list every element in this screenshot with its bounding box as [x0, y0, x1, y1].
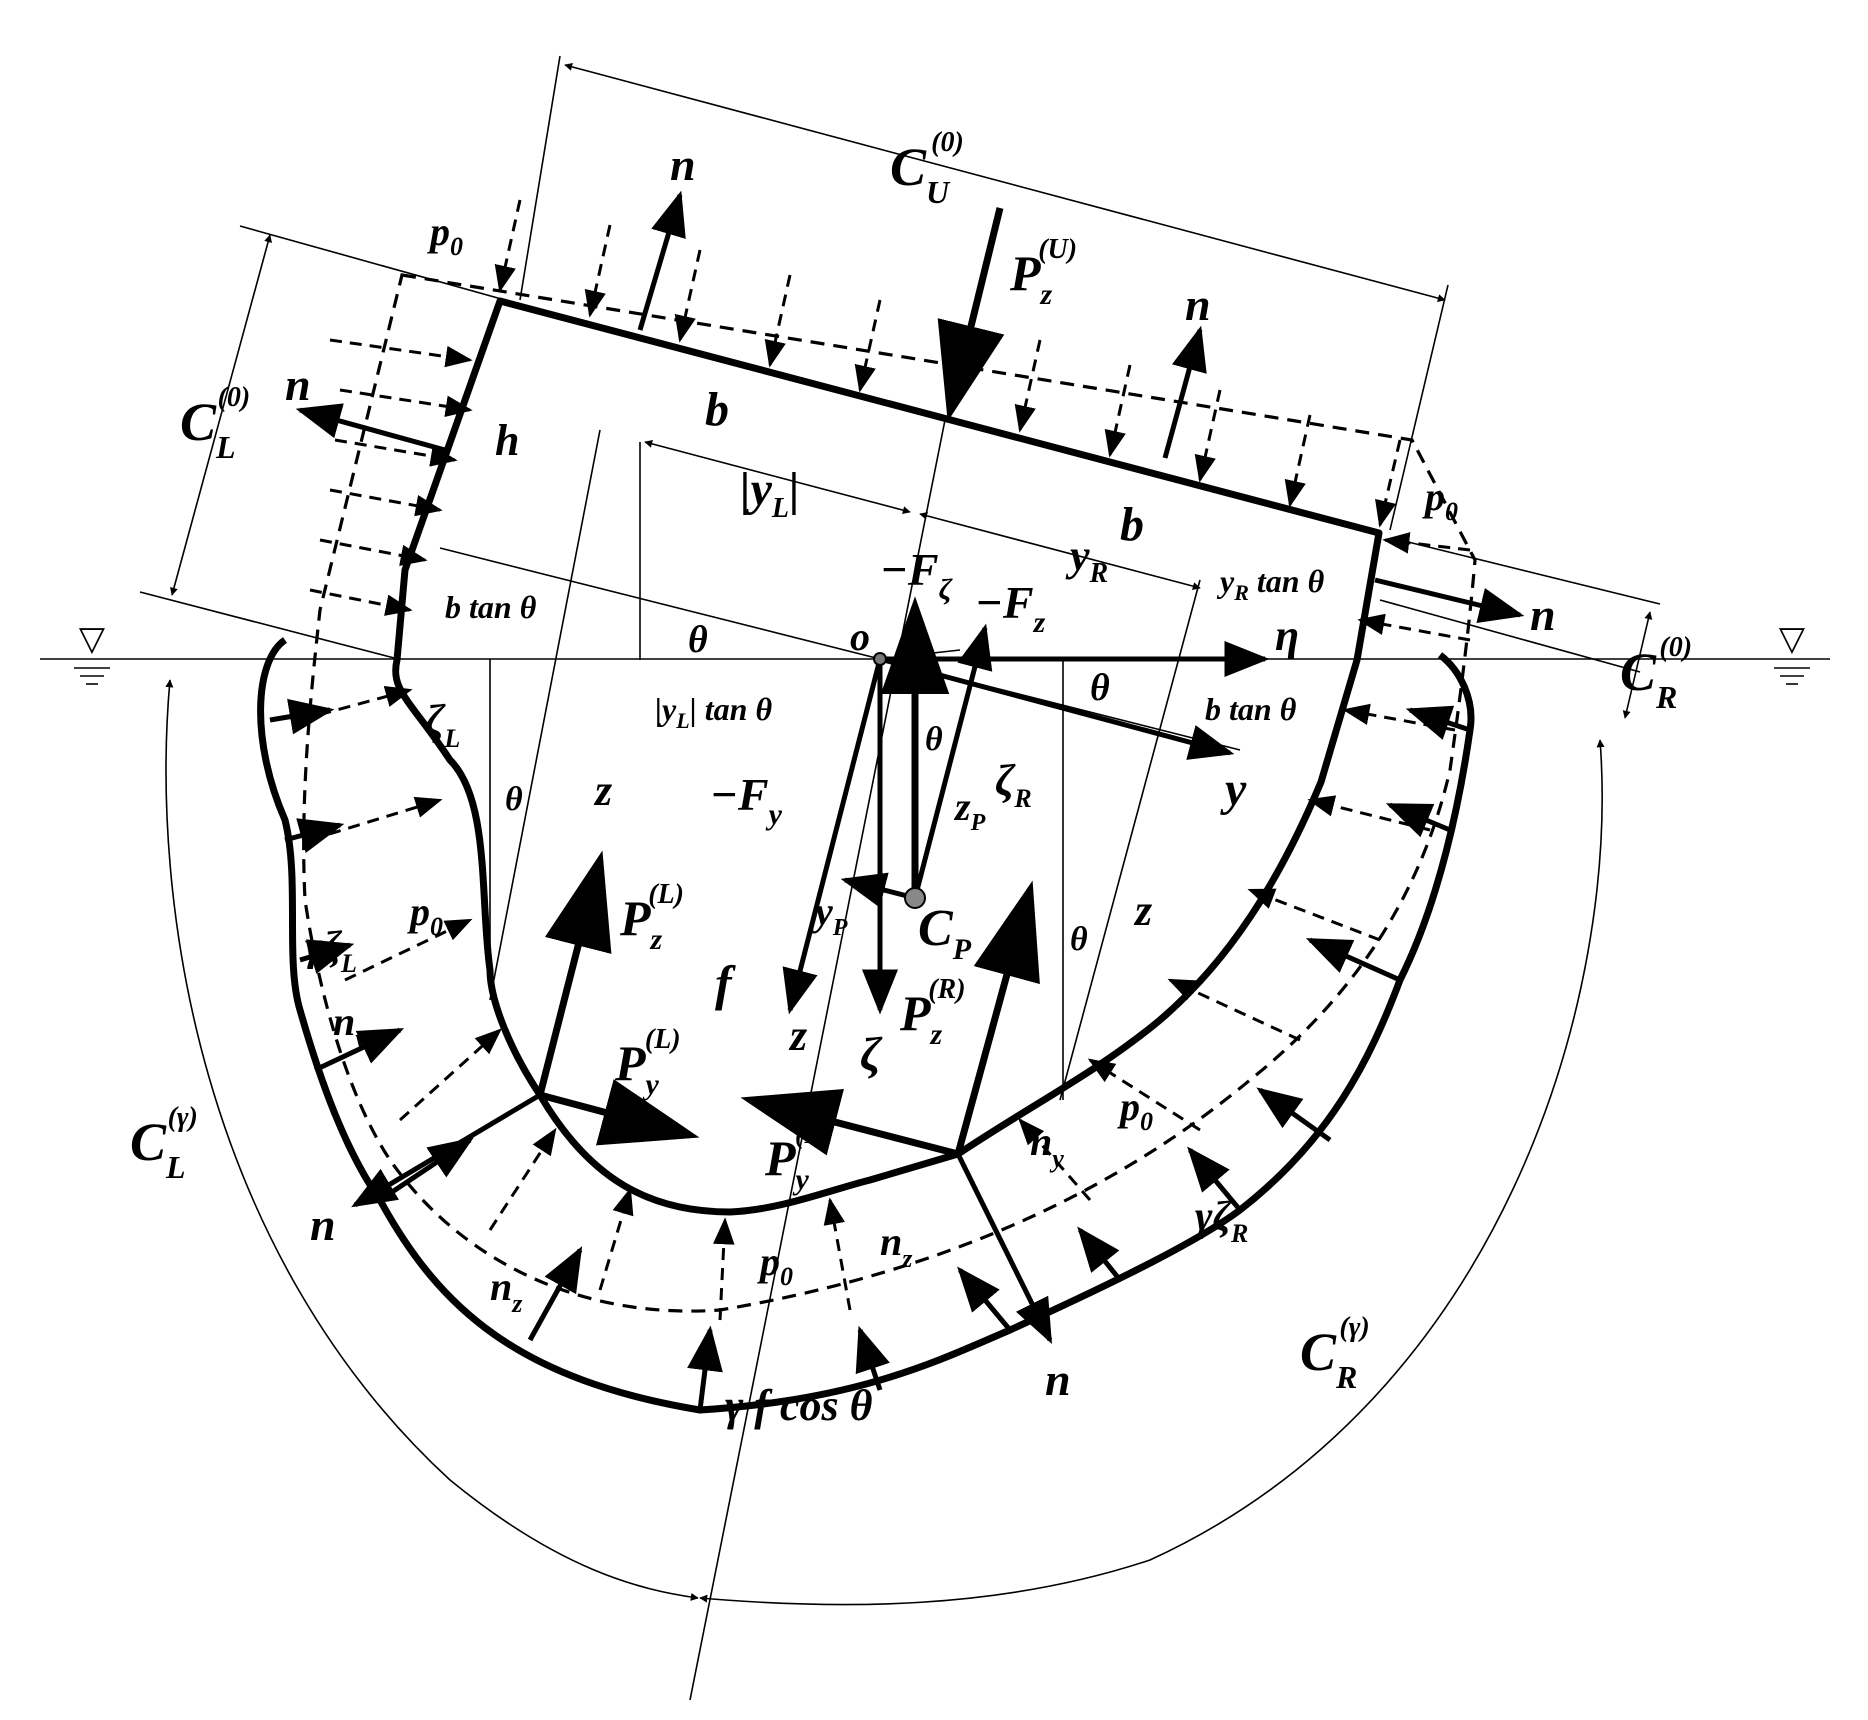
- label-CR0: CR(0): [1620, 632, 1692, 715]
- label-PzU: Pz(U): [1009, 234, 1077, 311]
- label-n-top-right: n: [1185, 279, 1211, 330]
- label-eta: η: [1275, 611, 1299, 660]
- label-p0-bottom: p0: [757, 1239, 793, 1291]
- label-yL: |yL|: [740, 463, 800, 524]
- label-minus-Fz: −Fz: [975, 577, 1046, 639]
- label-n-left: n: [285, 359, 311, 410]
- origin-point: [873, 652, 887, 666]
- label-gzL: γζL: [305, 924, 357, 978]
- label-p0-left: p0: [407, 889, 443, 941]
- label-h: h: [495, 416, 519, 465]
- label-gzR: γζR: [1195, 1194, 1248, 1248]
- label-ny-right: ny: [1030, 1119, 1064, 1173]
- label-zetaL: ζL: [425, 696, 460, 753]
- label-n-right: n: [1530, 589, 1556, 640]
- label-CU0: CU(0): [890, 127, 964, 210]
- label-yP: yP: [811, 889, 848, 941]
- label-theta-left: θ: [505, 781, 523, 818]
- label-btan-left: b tan θ: [445, 589, 537, 625]
- label-yR: yR: [1065, 531, 1108, 589]
- label-CP: CP: [918, 900, 972, 966]
- waterline-symbol-right: ▽: [1779, 621, 1806, 658]
- label-z-left: z: [593, 766, 612, 815]
- label-CLg: CL(γ): [130, 1102, 198, 1185]
- label-zetaR: ζR: [995, 756, 1032, 813]
- label-z-right: z: [1133, 886, 1152, 935]
- label-yLtan: |yL| tan θ: [655, 691, 772, 733]
- label-btan-right: b tan θ: [1205, 691, 1297, 727]
- label-PzR: Pz(R): [899, 974, 966, 1051]
- label-p0-right: p0: [1117, 1084, 1153, 1136]
- label-yRtan: yR tan θ: [1216, 563, 1325, 605]
- label-theta-right: θ: [1090, 667, 1110, 709]
- waterline-symbol-left: ▽: [79, 621, 106, 658]
- label-zeta-axis: ζ: [860, 1028, 883, 1081]
- label-f: f: [715, 955, 736, 1011]
- label-nz-left: nz: [490, 1264, 523, 1318]
- label-n-bottom-right: n: [1045, 1354, 1071, 1405]
- label-n-bottom-left: n: [310, 1199, 336, 1250]
- label-b-left: b: [705, 383, 729, 436]
- label-PyL: Py(L): [614, 1024, 681, 1101]
- load-arrows: [269, 199, 1471, 1411]
- label-theta-lower: θ: [1070, 921, 1088, 958]
- labels: CU(0) CL(0) CR(0) CL(γ) CR(γ) n n n n n …: [130, 127, 1692, 1430]
- dimension-lines: [165, 62, 1653, 1606]
- label-PzL: Pz(L): [619, 879, 684, 956]
- label-z-axis: z: [788, 1011, 807, 1060]
- label-y: y: [1220, 763, 1247, 816]
- label-minus-Fy: −Fy: [710, 769, 783, 831]
- label-gfcos: γ f cos θ: [725, 1381, 873, 1430]
- label-minus-Fzeta: −Fζ: [880, 544, 954, 606]
- label-p0-top-right: p0: [1422, 474, 1458, 526]
- label-theta-top: θ: [688, 619, 708, 661]
- label-nz-right: nz: [880, 1219, 913, 1273]
- label-CL0: CL(0): [180, 382, 250, 465]
- label-ny-left: ny: [333, 999, 367, 1053]
- gamma-load-boundary: [257, 637, 1475, 1414]
- label-theta-mid: θ: [925, 721, 943, 758]
- label-b-right: b: [1120, 498, 1144, 551]
- label-o: o: [850, 614, 870, 659]
- label-CRg: CR(γ): [1300, 1312, 1370, 1395]
- label-p0-top-left: p0: [427, 209, 463, 261]
- coordinate-axes: [782, 641, 1270, 1015]
- label-PyR: Py(R): [764, 1119, 832, 1196]
- label-zP: zP: [953, 784, 986, 836]
- label-n-top-left: n: [670, 139, 696, 190]
- construction-lines: [139, 55, 1661, 1701]
